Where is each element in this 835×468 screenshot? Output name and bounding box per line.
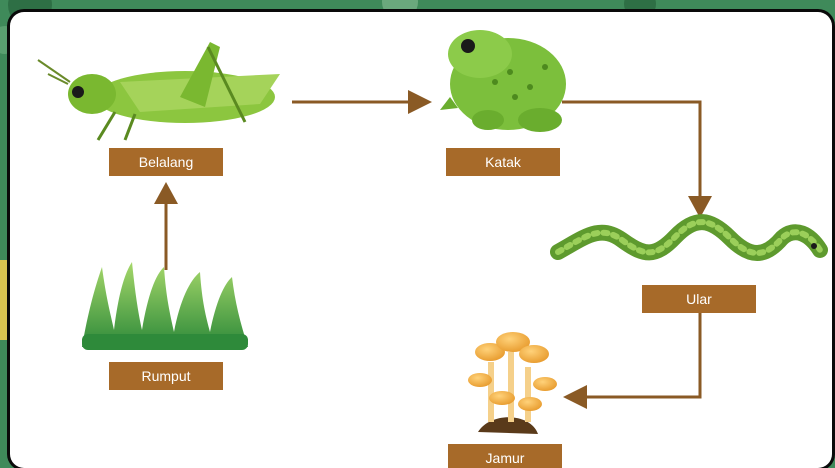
arrow-ular-to-jamur [563,312,700,409]
grass-icon [82,262,248,350]
label-ular: Ular [642,285,756,313]
label-belalang: Belalang [109,148,223,176]
mushroom-icon [468,332,557,434]
arrow-rumput-to-belalang [154,182,178,270]
food-chain-card: Belalang Katak Ular Rumput Jamur [10,12,832,468]
label-rumput: Rumput [109,362,223,390]
snake-icon [558,222,820,253]
grasshopper-icon [38,42,280,140]
frog-icon [440,30,566,132]
food-chain-diagram [10,12,832,468]
arrow-katak-to-ular [562,102,712,218]
arrow-belalang-to-katak [292,90,432,114]
label-jamur: Jamur [448,444,562,468]
label-katak: Katak [446,148,560,176]
